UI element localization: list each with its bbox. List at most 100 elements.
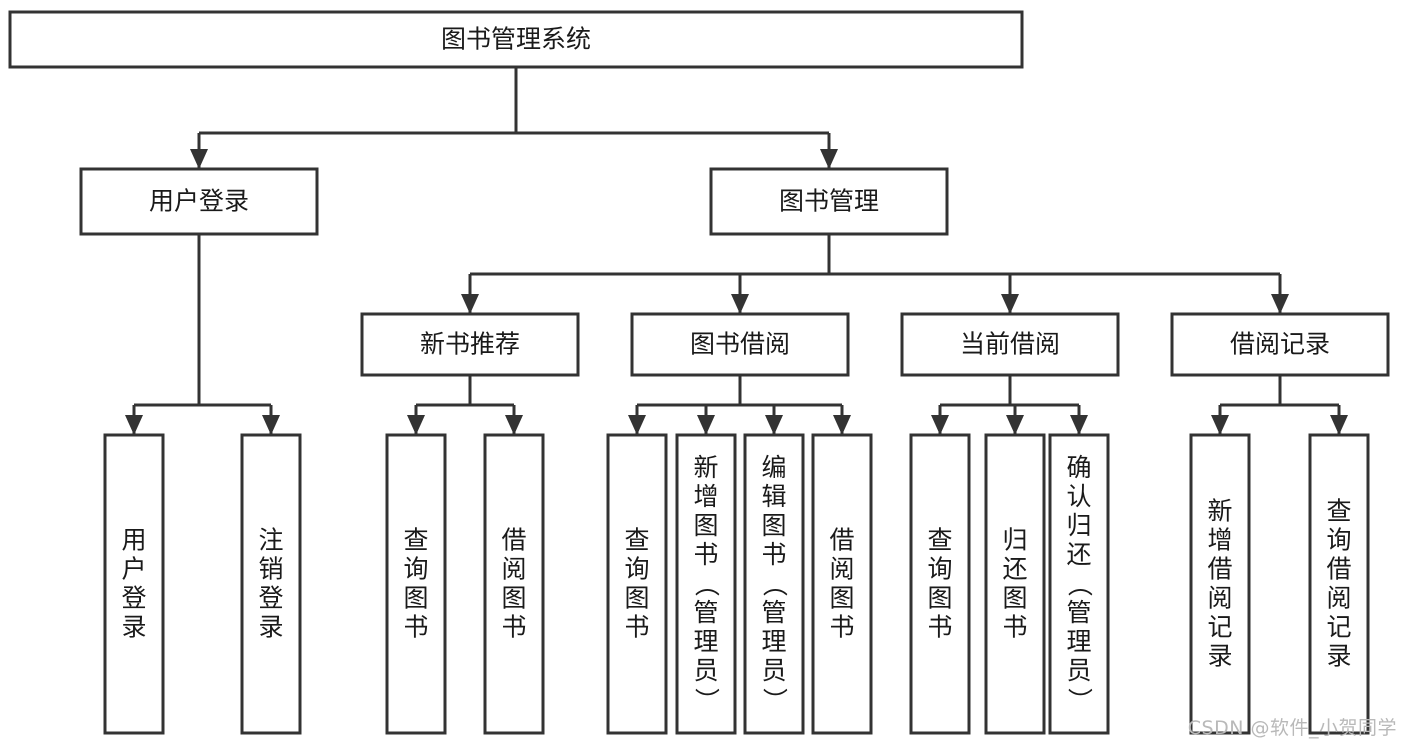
node-borrow[interactable]: 图书借阅 <box>630 312 850 377</box>
node-label-char: 书 <box>624 613 649 642</box>
node-label-char: 书 <box>501 613 526 642</box>
node-label-char: 图 <box>501 584 526 613</box>
node-box-leaf-return-book[interactable] <box>984 433 1046 735</box>
node-box-leaf-query-book-borrow[interactable] <box>606 433 668 735</box>
node-bookmgmt[interactable]: 图书管理 <box>709 167 949 236</box>
arrow-head-icon <box>697 415 715 435</box>
node-label-char: 查 <box>927 526 952 555</box>
node-newbook[interactable]: 新书推荐 <box>360 312 580 377</box>
node-label-char: 询 <box>624 555 649 584</box>
node-label-char: 借 <box>501 526 526 555</box>
arrow-head-icon <box>1330 415 1348 435</box>
node-box-bookmgmt[interactable] <box>709 167 949 236</box>
node-label-char: 图 <box>1002 584 1027 613</box>
node-box-leaf-user-login[interactable] <box>103 433 165 735</box>
node-label-char: 还 <box>1066 540 1091 569</box>
node-label-newbook: 新书推荐 <box>420 330 520 359</box>
edge-group-login <box>125 234 280 435</box>
node-box-leaf-query-book-current[interactable] <box>909 433 971 735</box>
node-label-char: 理 <box>1066 627 1091 656</box>
node-label-login: 用户登录 <box>149 187 249 216</box>
edge-group-borrow <box>628 375 851 435</box>
node-box-leaf-query-book-new[interactable] <box>385 433 447 735</box>
node-label-borrow: 图书借阅 <box>690 330 790 359</box>
node-label-char: ） <box>692 688 721 713</box>
node-box-newbook[interactable] <box>360 312 580 377</box>
node-label-char: 查 <box>403 526 428 555</box>
node-current[interactable]: 当前借阅 <box>900 312 1120 377</box>
edge-group-root <box>190 67 838 169</box>
arrow-head-icon <box>931 415 949 435</box>
node-label-char: 查 <box>624 526 649 555</box>
node-box-leaf-query-record[interactable] <box>1308 433 1370 735</box>
node-label-char: 登 <box>258 584 283 613</box>
arrow-head-icon <box>1001 294 1019 314</box>
node-box-current[interactable] <box>900 312 1120 377</box>
node-box-leaf-borrow-book-new[interactable] <box>483 433 545 735</box>
node-label-char: 录 <box>1326 642 1351 671</box>
node-label-char: 书 <box>693 540 718 569</box>
node-box-leaf-add-book[interactable] <box>675 433 737 735</box>
node-label-char: 员 <box>761 656 786 685</box>
nodes-layer: 图书管理系统用户登录图书管理新书推荐图书借阅当前借阅借阅记录用户登录注销登录查询… <box>8 10 1390 735</box>
node-label-char: 新 <box>1207 497 1232 526</box>
node-records[interactable]: 借阅记录 <box>1170 312 1390 377</box>
node-label-char: 图 <box>403 584 428 613</box>
node-label-char: 查 <box>1326 497 1351 526</box>
node-box-records[interactable] <box>1170 312 1390 377</box>
arrow-head-icon <box>765 415 783 435</box>
node-label-char: ） <box>760 688 789 713</box>
node-label-char: 询 <box>927 555 952 584</box>
node-box-borrow[interactable] <box>630 312 850 377</box>
node-label-char: 询 <box>1326 526 1351 555</box>
arrow-head-icon <box>1006 415 1024 435</box>
arrow-head-icon <box>731 294 749 314</box>
node-label-char: 书 <box>403 613 428 642</box>
node-label-char: 书 <box>1002 613 1027 642</box>
node-label-char: 借 <box>1326 555 1351 584</box>
node-label-char: 理 <box>761 627 786 656</box>
node-box-login[interactable] <box>79 167 319 236</box>
node-box-leaf-add-record[interactable] <box>1189 433 1251 735</box>
node-label-char: 员 <box>1066 656 1091 685</box>
node-label-char: 录 <box>121 613 146 642</box>
node-box-leaf-confirm-return[interactable] <box>1048 433 1110 735</box>
node-label-char: 新 <box>693 453 718 482</box>
node-label-char: 管 <box>1066 598 1091 627</box>
node-label-char: 书 <box>829 613 854 642</box>
node-box-leaf-borrow-book[interactable] <box>811 433 873 735</box>
node-label-char: 归 <box>1002 526 1027 555</box>
arrow-head-icon <box>125 415 143 435</box>
node-label-char: 录 <box>1207 642 1232 671</box>
node-label-char: 图 <box>829 584 854 613</box>
node-login[interactable]: 用户登录 <box>79 167 319 236</box>
node-label-char: 编 <box>761 453 786 482</box>
node-label-char: 借 <box>829 526 854 555</box>
node-box-leaf-edit-book[interactable] <box>743 433 805 735</box>
node-leaf-user-login[interactable]: 用户登录 <box>103 433 165 735</box>
node-box-root[interactable] <box>8 10 1024 69</box>
edge-group-bookmgmt <box>461 234 1289 314</box>
node-label-char: 图 <box>761 511 786 540</box>
node-root[interactable]: 图书管理系统 <box>8 10 1024 69</box>
node-label-char: （ <box>760 572 789 597</box>
edge-group-newbook <box>407 375 523 435</box>
node-box-leaf-user-logout[interactable] <box>240 433 302 735</box>
node-label-char: 阅 <box>1326 584 1351 613</box>
edge-group-current <box>931 375 1088 435</box>
arrow-head-icon <box>1271 294 1289 314</box>
node-label-char: （ <box>692 572 721 597</box>
